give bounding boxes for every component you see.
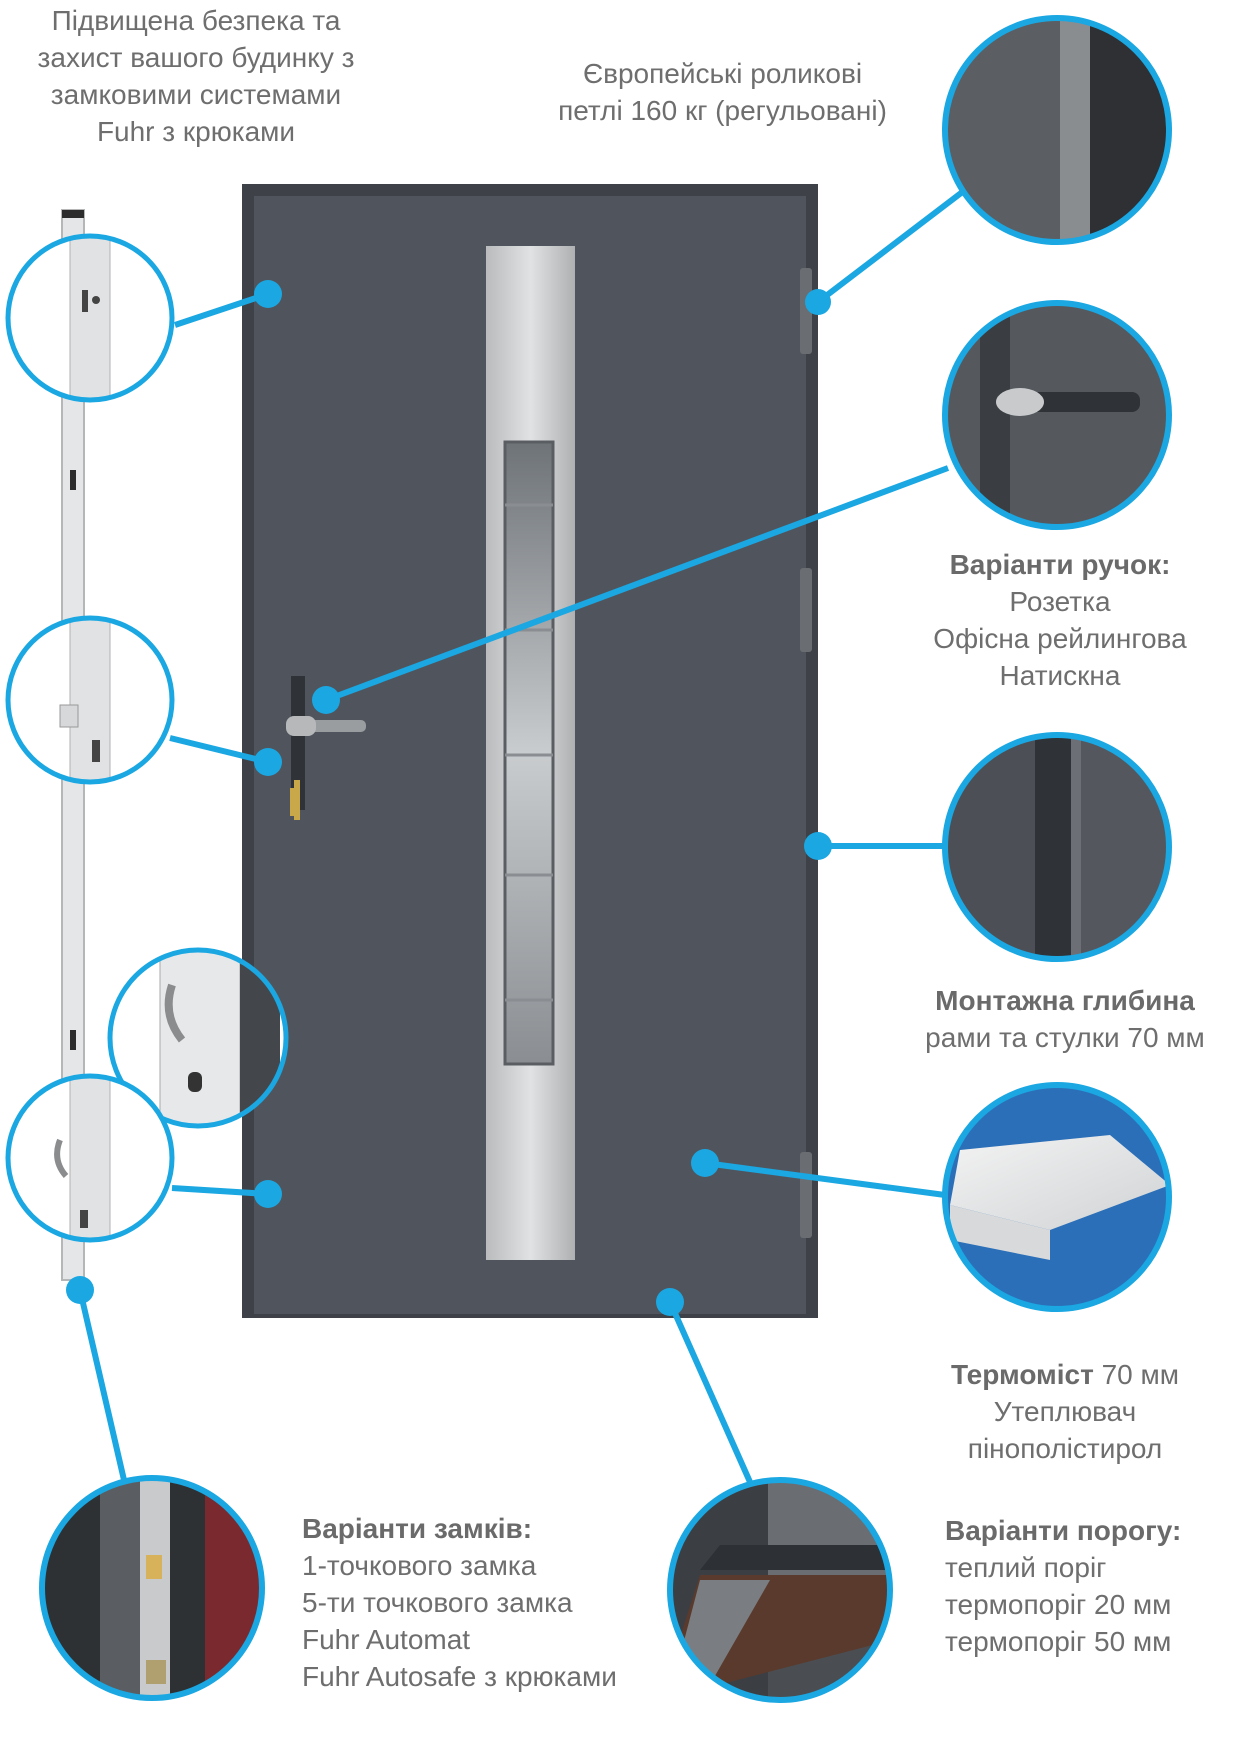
hinges-line: Європейські роликові	[582, 58, 863, 89]
threshold-text: Варіанти порогу: теплий поріг термопоріг…	[945, 1512, 1245, 1660]
callout-dots	[66, 280, 832, 1316]
detail-handle-ring	[942, 300, 1172, 530]
detail-foam	[945, 1085, 1169, 1309]
threshold-item: теплий поріг	[945, 1552, 1107, 1583]
dot-lock	[254, 748, 282, 776]
detail-lock-bottom-ring	[5, 1073, 175, 1243]
security-line: замковими системами	[50, 79, 342, 110]
dot-lock-variants	[66, 1276, 94, 1304]
dot-hinge	[805, 289, 831, 315]
glass-insert	[503, 440, 555, 1066]
threshold-item: термопоріг 50 мм	[945, 1626, 1172, 1657]
thermo-title-line: Термоміст 70 мм	[920, 1356, 1210, 1393]
hinges-text: Європейські роликові петлі 160 кг (регул…	[520, 55, 925, 129]
detail-hinge	[945, 18, 1169, 242]
handles-item: Натискна	[999, 660, 1121, 691]
locks-item: 5-ти точкового замка	[302, 1587, 573, 1618]
depth-title: Монтажна глибина	[935, 985, 1195, 1016]
detail-lock-photo-ring	[39, 1475, 265, 1701]
detail-lock-middle	[8, 618, 172, 782]
threshold-item: термопоріг 20 мм	[945, 1589, 1172, 1620]
security-line: Fuhr з крюками	[96, 116, 296, 147]
detail-depth-ring	[942, 732, 1172, 962]
door	[242, 184, 818, 1318]
thermo-title: Термоміст	[950, 1359, 1094, 1390]
detail-lock-bottom	[8, 1076, 172, 1240]
threshold-title: Варіанти порогу:	[945, 1515, 1182, 1546]
thermo-item: Утеплювач	[993, 1396, 1137, 1427]
detail-lock-photo	[42, 1478, 262, 1698]
locks-text: Варіанти замків: 1-точкового замка 5-ти …	[302, 1510, 662, 1695]
callout-lines	[77, 187, 967, 1484]
thermo-item: пінополістирол	[967, 1433, 1163, 1464]
detail-foam-ring	[942, 1082, 1172, 1312]
detail-lock-top-ring	[5, 233, 175, 403]
detail-hook-ring	[107, 947, 289, 1129]
dot-threshold	[656, 1288, 684, 1316]
security-line: захист вашого будинку з	[37, 42, 355, 73]
depth-text: Монтажна глибина рами та стулки 70 мм	[895, 982, 1235, 1056]
hinge-top	[800, 268, 812, 354]
locks-item: Fuhr Autosafe з крюками	[302, 1661, 617, 1692]
security-line: Підвищена безпека та	[51, 5, 341, 36]
detail-lock-middle-ring	[5, 615, 175, 785]
handles-item: Розетка	[1009, 586, 1111, 617]
hinge-middle	[800, 568, 812, 652]
handles-item: Офісна рейлингова	[933, 623, 1187, 654]
hinge-bottom	[800, 1152, 812, 1238]
door-handle	[286, 676, 366, 820]
locks-title: Варіанти замків:	[302, 1513, 533, 1544]
dot-depth	[804, 832, 832, 860]
thermo-title-suffix: 70 мм	[1093, 1359, 1180, 1390]
detail-threshold-ring	[667, 1477, 893, 1703]
thermo-text: Термоміст 70 мм Утеплювач пінополістирол	[920, 1356, 1210, 1467]
locks-item: Fuhr Automat	[302, 1624, 471, 1655]
depth-line: рами та стулки 70 мм	[925, 1022, 1205, 1053]
locks-item: 1-точкового замка	[302, 1550, 537, 1581]
security-text: Підвищена безпека та захист вашого будин…	[0, 2, 392, 150]
handles-text: Варіанти ручок: Розетка Офісна рейлингов…	[900, 546, 1220, 694]
detail-handle	[945, 303, 1169, 527]
dot-lock-bottom	[254, 1180, 282, 1208]
dot-security	[254, 280, 282, 308]
handles-title: Варіанти ручок:	[949, 549, 1171, 580]
detail-lock-top	[8, 236, 172, 400]
dot-handle	[312, 686, 340, 714]
hinges-line: петлі 160 кг (регульовані)	[558, 95, 887, 126]
detail-hinge-ring	[942, 15, 1172, 245]
dot-thermo	[691, 1149, 719, 1177]
